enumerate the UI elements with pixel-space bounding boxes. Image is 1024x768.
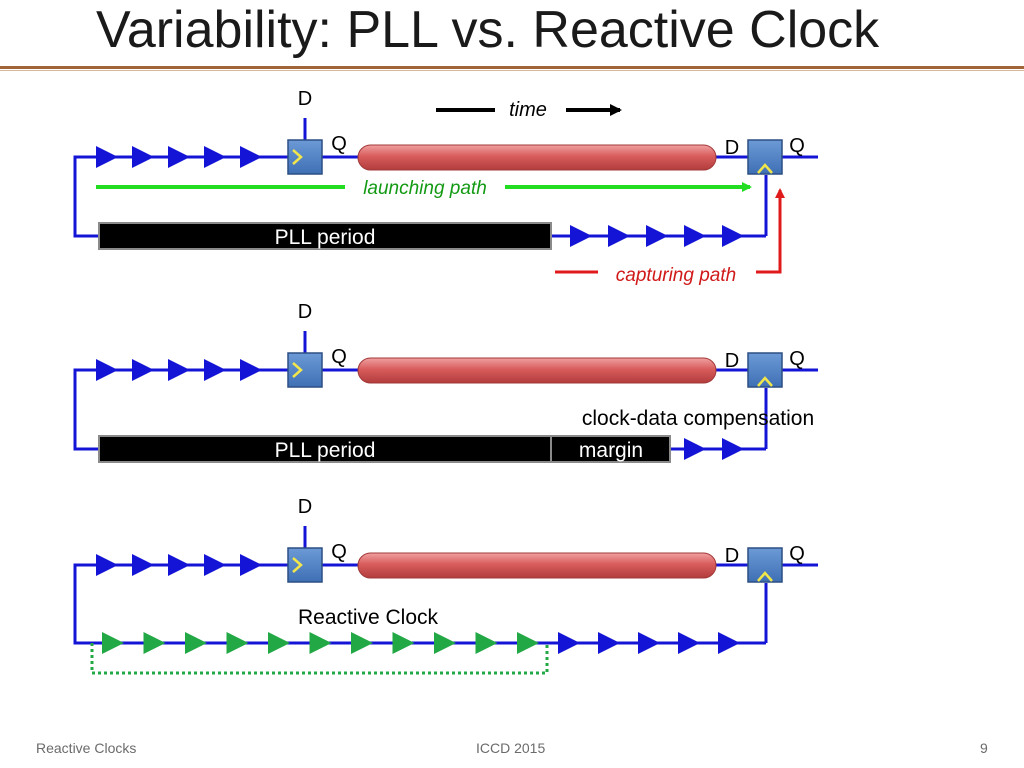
pll-period-label: PLL period	[275, 226, 376, 249]
page-number: 9	[980, 740, 988, 756]
buffer-triangle	[608, 225, 630, 247]
pll-period-box	[98, 435, 552, 463]
capture-q-label: Q	[789, 348, 805, 370]
launch-buffer-chain	[96, 146, 262, 168]
buffer-triangle	[204, 146, 226, 168]
buffer-triangle	[517, 632, 539, 654]
capture-d-label: D	[725, 545, 739, 567]
buffer-triangle	[434, 632, 456, 654]
reactive-feedback-loop	[90, 643, 549, 675]
reactive-buffer-chain	[102, 632, 539, 654]
title-divider	[0, 66, 1024, 69]
buffer-triangle	[102, 632, 124, 654]
buffer-triangle	[646, 225, 668, 247]
clock-loop-wire	[73, 368, 100, 451]
footer-center: ICCD 2015	[476, 740, 546, 756]
combinational-data-path	[357, 144, 717, 171]
buffer-triangle	[268, 632, 290, 654]
slide-title: Variability: PLL vs. Reactive Clock	[96, 1, 880, 59]
buffer-triangle	[351, 632, 373, 654]
capture-flipflop	[747, 139, 783, 175]
buffer-triangle	[96, 359, 118, 381]
buffer-triangle	[168, 146, 190, 168]
buffer-triangle	[168, 359, 190, 381]
capture-flipflop	[747, 352, 783, 388]
buffer-triangle	[96, 146, 118, 168]
buffer-triangle	[132, 146, 154, 168]
capture-flipflop	[747, 547, 783, 583]
buffer-triangle	[240, 146, 262, 168]
capture-buffer-chain	[684, 438, 744, 460]
buffer-triangle	[570, 225, 592, 247]
capture-buffer-chain	[570, 225, 744, 247]
buffer-triangle	[240, 554, 262, 576]
launch-flipflop	[287, 352, 323, 388]
margin-box	[550, 435, 671, 463]
launch-q-label: Q	[331, 541, 347, 563]
launch-flipflop	[287, 547, 323, 583]
buffer-triangle	[143, 632, 166, 654]
time-label: time	[509, 99, 547, 121]
capture-d-label: D	[725, 350, 739, 372]
title-divider-shadow	[0, 70, 1024, 71]
clock-loop-wire	[73, 563, 100, 645]
buffer-triangle	[718, 632, 740, 654]
combinational-data-path	[357, 552, 717, 579]
buffer-triangle	[678, 632, 700, 654]
buffer-triangle	[96, 554, 118, 576]
capture-q-label: Q	[789, 135, 805, 157]
pll-period-label: PLL period	[275, 439, 376, 462]
capturing-path-label: capturing path	[616, 265, 736, 286]
capture-clock-pin	[757, 376, 773, 387]
buffer-triangle	[168, 554, 190, 576]
reactive-clock-label: Reactive Clock	[298, 606, 439, 629]
footer-left: Reactive Clocks	[36, 740, 137, 756]
buffer-triangle	[392, 632, 415, 654]
buffer-triangle	[558, 632, 580, 654]
clock-loop-wire	[73, 155, 100, 238]
launch-d-label: D	[298, 301, 312, 323]
buffer-triangle	[684, 225, 706, 247]
buffer-triangle	[204, 359, 226, 381]
pll-period-box	[98, 222, 552, 250]
pll-row: D Q D Q launching path PLL period captur…	[73, 88, 818, 286]
capture-q-label: Q	[789, 543, 805, 565]
pll-margin-row: D Q D Q clock-data compensation PLL peri…	[73, 301, 818, 463]
buffer-triangle	[185, 632, 207, 654]
launch-flipflop	[287, 139, 323, 175]
buffer-triangle	[684, 438, 706, 460]
launch-clock-pin	[292, 557, 303, 573]
launch-clock-pin	[292, 362, 303, 378]
buffer-triangle	[638, 632, 660, 654]
launch-buffer-chain	[96, 359, 262, 381]
launch-q-label: Q	[331, 346, 347, 368]
buffer-triangle	[598, 632, 620, 654]
launch-buffer-chain	[96, 554, 262, 576]
launch-d-label: D	[298, 88, 312, 110]
launch-d-label: D	[298, 496, 312, 518]
buffer-triangle	[722, 438, 744, 460]
buffer-triangle	[722, 225, 744, 247]
buffer-triangle	[204, 554, 226, 576]
time-indicator: time	[436, 99, 622, 121]
launch-clock-pin	[292, 149, 303, 165]
launching-path-label: launching path	[363, 178, 487, 199]
capture-buffer-chain	[558, 632, 740, 654]
capture-d-label: D	[725, 137, 739, 159]
capture-clock-pin	[757, 571, 773, 582]
buffer-triangle	[226, 632, 249, 654]
combinational-data-path	[357, 357, 717, 384]
buffer-triangle	[240, 359, 262, 381]
buffer-triangle	[475, 632, 498, 654]
margin-label: margin	[579, 439, 643, 462]
capturing-path-arrow-head	[756, 188, 785, 274]
buffer-triangle	[132, 359, 154, 381]
buffer-triangle	[309, 632, 332, 654]
buffer-triangle	[132, 554, 154, 576]
capture-clock-pin	[757, 163, 773, 174]
reactive-clock-row: D Q D Q Reactive Clock	[73, 496, 818, 675]
clock-data-compensation-label: clock-data compensation	[582, 407, 814, 430]
launch-q-label: Q	[331, 133, 347, 155]
